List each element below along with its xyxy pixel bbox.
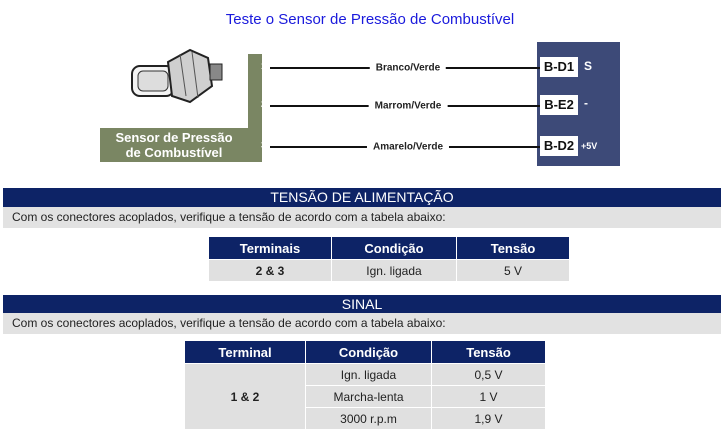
section-header-supply-voltage: TENSÃO DE ALIMENTAÇÃO — [3, 188, 721, 207]
sensor-label-line2: de Combustível — [125, 145, 223, 160]
wire-label: Branco/Verde — [369, 62, 447, 74]
table-row: Marcha-lenta 1 V — [185, 385, 546, 408]
table-row: 2 & 3 Ign. ligada 5 V — [208, 259, 570, 282]
ecu-pin: B-E2 — [540, 95, 578, 115]
wire-label: Marrom/Verde — [368, 100, 448, 112]
section-instruction: Com os conectores acoplados, verifique a… — [3, 313, 721, 334]
voltage-cell: 5 V — [456, 259, 570, 282]
table-row: 1 & 2 Ign. ligada 0,5 V — [184, 363, 546, 430]
column-header: Tensão — [456, 236, 570, 260]
column-header: Terminal — [184, 340, 306, 364]
condition-cell: 3000 r.p.m — [305, 407, 432, 430]
section-instruction: Com os conectores acoplados, verifique a… — [3, 207, 721, 228]
page-title: Teste o Sensor de Pressão de Combustível — [225, 11, 515, 28]
sensor-label-box: Sensor de Pressão de Combustível — [100, 128, 248, 162]
ecu-pin: B-D1 — [540, 57, 578, 77]
pin-number: 2 — [261, 99, 267, 109]
supply-voltage-table: Terminais Condição Tensão 2 & 3 Ign. lig… — [208, 236, 570, 282]
condition-cell: Ign. ligada — [331, 259, 457, 282]
column-header: Condição — [305, 340, 432, 364]
table-row: 3000 r.p.m 1,9 V — [185, 407, 546, 430]
wire-label: Amarelo/Verde — [366, 141, 450, 153]
pin-number: 1 — [261, 61, 267, 71]
column-header: Terminais — [208, 236, 332, 260]
section-header-signal: SINAL — [3, 295, 721, 314]
voltage-cell: 1,9 V — [431, 407, 546, 430]
voltage-cell: 0,5 V — [431, 363, 546, 386]
pin-number: 3 — [261, 140, 267, 150]
column-header: Tensão — [431, 340, 546, 364]
terminal-cell: 1 & 2 — [184, 363, 306, 430]
column-header: Condição — [331, 236, 457, 260]
ecu-pin: B-D2 — [540, 136, 578, 156]
fuel-pressure-sensor-image — [128, 44, 228, 108]
voltage-cell: 1 V — [431, 385, 546, 408]
ecu-signal: S — [584, 59, 593, 73]
condition-cell: Marcha-lenta — [305, 385, 432, 408]
ecu-signal: +5V — [581, 141, 598, 151]
signal-table: Terminal Condição Tensão 1 & 2 Ign. liga… — [184, 340, 546, 430]
condition-cell: Ign. ligada — [305, 363, 432, 386]
sensor-label-line1: Sensor de Pressão — [115, 130, 233, 145]
sensor-connector — [248, 54, 262, 162]
terminal-cell: 2 & 3 — [208, 259, 332, 282]
ecu-signal: - — [584, 96, 588, 110]
